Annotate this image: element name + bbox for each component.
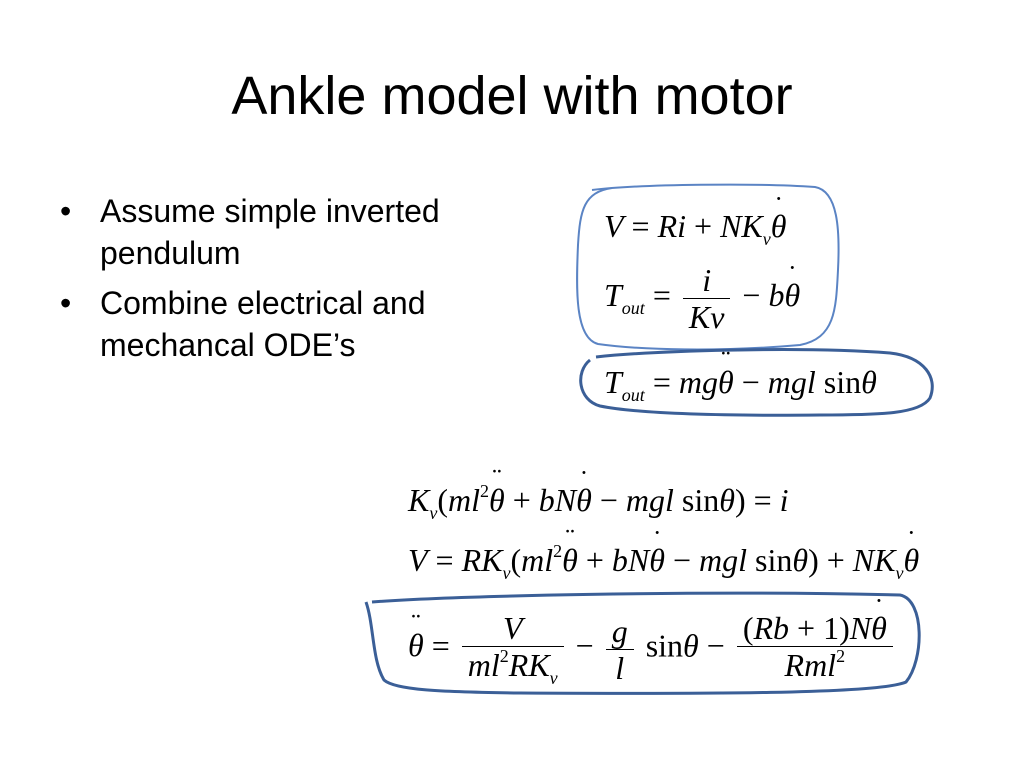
bullet-item: • Assume simple inverted pendulum bbox=[60, 190, 540, 274]
ink-loop-thin bbox=[576, 183, 840, 351]
equation-current: Kv(ml2θ + bNθ − mgl sinθ) = i bbox=[408, 462, 789, 523]
bullet-text: Assume simple inverted pendulum bbox=[100, 193, 440, 271]
bullet-dot-icon: • bbox=[60, 193, 72, 229]
ink-loop-thick bbox=[364, 591, 921, 695]
bullet-list: • Assume simple inverted pendulum • Comb… bbox=[60, 190, 540, 374]
bullet-text: Combine electrical and mechancal ODE’s bbox=[100, 285, 426, 363]
bullet-item: • Combine electrical and mechancal ODE’s bbox=[60, 282, 540, 366]
equation-combined-voltage: V = RKv(ml2θ + bNθ − mgl sinθ) + NKvθ bbox=[408, 522, 919, 583]
slide-title: Ankle model with motor bbox=[231, 66, 793, 126]
bullet-dot-icon: • bbox=[60, 285, 72, 321]
equation-torque-pendulum: Tout = mgθ − mgl sinθ bbox=[604, 344, 877, 405]
ink-loop-thick bbox=[579, 348, 934, 417]
equation-voltage: V = Ri + NKvθ bbox=[604, 190, 786, 249]
